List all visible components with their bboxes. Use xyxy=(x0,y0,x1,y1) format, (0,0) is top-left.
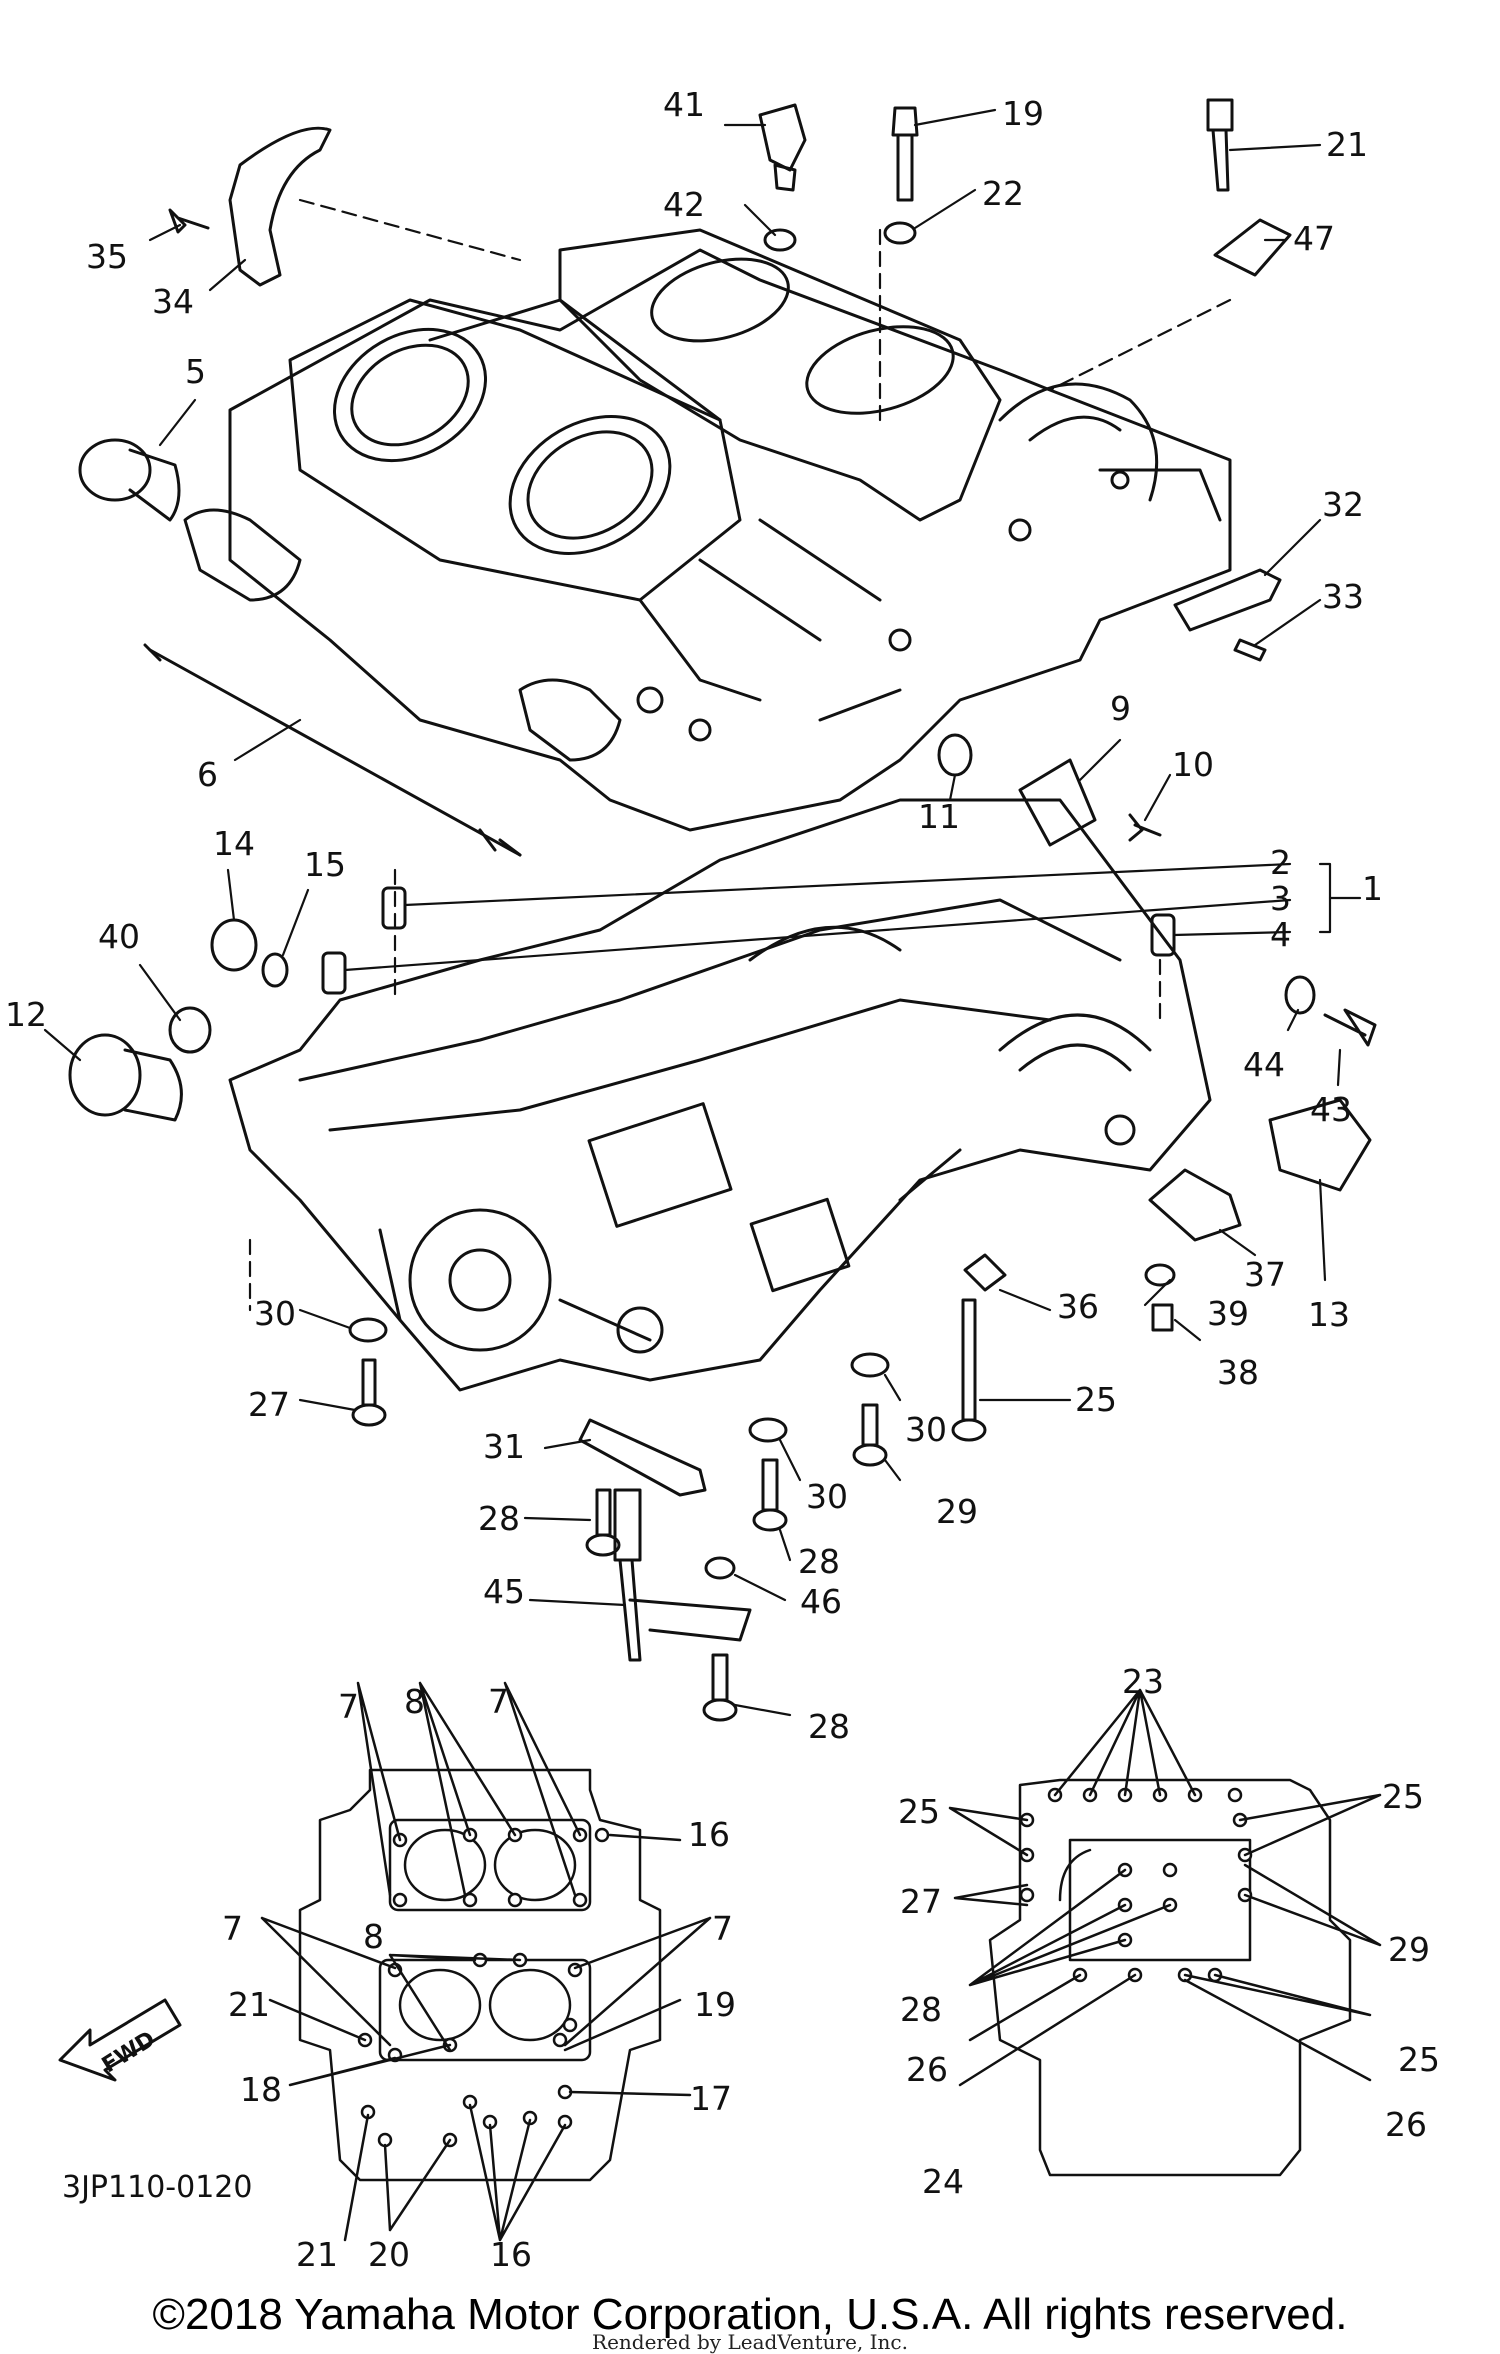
plan-b-label-23: 23 xyxy=(1122,1662,1164,1701)
callout-28-c: 28 xyxy=(808,1707,850,1746)
callout-15: 15 xyxy=(304,845,346,884)
callout-44: 44 xyxy=(1243,1045,1285,1084)
callout-5: 5 xyxy=(185,352,206,391)
drawing-code: 3JP110-0120 xyxy=(62,2170,253,2205)
callout-31: 31 xyxy=(483,1427,525,1466)
callout-39: 39 xyxy=(1207,1294,1249,1333)
callout-30-b: 30 xyxy=(905,1410,947,1449)
callout-30-c: 30 xyxy=(806,1477,848,1516)
callout-10: 10 xyxy=(1172,745,1214,784)
leader-lines xyxy=(43,108,1362,1717)
upper-crankcase xyxy=(183,228,1232,832)
lower-case-plan-view xyxy=(948,1688,1382,2177)
fwd-arrow-icon xyxy=(58,1998,182,2082)
callout-40: 40 xyxy=(98,917,140,956)
callout-33: 33 xyxy=(1322,577,1364,616)
upper-case-plan-view xyxy=(260,1681,712,2242)
plan-b-label-25b: 25 xyxy=(1382,1777,1424,1816)
plan-a-label-16b: 16 xyxy=(490,2235,532,2274)
callout-4: 4 xyxy=(1270,915,1291,954)
plan-b-label-27: 27 xyxy=(900,1882,942,1921)
plan-a-label-19: 19 xyxy=(694,1985,736,2024)
plan-b-label-26a: 26 xyxy=(906,2050,948,2089)
callout-13: 13 xyxy=(1308,1295,1350,1334)
plan-a-label-20: 20 xyxy=(368,2235,410,2274)
callout-1: 1 xyxy=(1362,869,1383,908)
plan-b-label-25c: 25 xyxy=(1398,2040,1440,2079)
plan-b-label-28: 28 xyxy=(900,1990,942,2029)
plan-a-label-7: 7 xyxy=(338,1687,359,1726)
callout-38: 38 xyxy=(1217,1353,1259,1392)
callout-19: 19 xyxy=(1002,94,1044,133)
callout-41: 41 xyxy=(663,85,705,124)
plan-a-label-16: 16 xyxy=(688,1815,730,1854)
callout-12: 12 xyxy=(5,995,47,1034)
plan-b-label-29: 29 xyxy=(1388,1930,1430,1969)
callout-11: 11 xyxy=(918,797,960,836)
plan-b-label-24: 24 xyxy=(922,2162,964,2201)
callout-35: 35 xyxy=(86,237,128,276)
lower-crankcase xyxy=(228,798,1212,1392)
plan-a-label-8b: 8 xyxy=(363,1917,384,1956)
plan-a-label-7d: 7 xyxy=(712,1909,733,1948)
callout-22: 22 xyxy=(982,174,1024,213)
callout-3: 3 xyxy=(1270,879,1291,918)
callout-6: 6 xyxy=(197,755,218,794)
callout-32: 32 xyxy=(1322,485,1364,524)
callout-25: 25 xyxy=(1075,1380,1117,1419)
plan-a-label-8: 8 xyxy=(404,1682,425,1721)
callout-14: 14 xyxy=(213,824,255,863)
callout-46: 46 xyxy=(800,1582,842,1621)
plan-a-label-21: 21 xyxy=(228,1985,270,2024)
callout-30-a: 30 xyxy=(254,1294,296,1333)
plan-b-label-25a: 25 xyxy=(898,1792,940,1831)
callout-21: 21 xyxy=(1326,125,1368,164)
callout-43: 43 xyxy=(1310,1090,1352,1129)
watermark: Rendered by LeadVenture, Inc. xyxy=(592,2330,908,2354)
callout-2: 2 xyxy=(1270,843,1291,882)
callout-28-b: 28 xyxy=(798,1542,840,1581)
callout-34: 34 xyxy=(152,282,194,321)
callout-37: 37 xyxy=(1244,1255,1286,1294)
callout-42: 42 xyxy=(663,185,705,224)
callout-47: 47 xyxy=(1293,219,1335,258)
callout-45: 45 xyxy=(483,1572,525,1611)
callout-29: 29 xyxy=(936,1492,978,1531)
plan-b-label-26b: 26 xyxy=(1385,2105,1427,2144)
callout-27: 27 xyxy=(248,1385,290,1424)
plan-a-label-7b: 7 xyxy=(488,1682,509,1721)
callout-36: 36 xyxy=(1057,1287,1099,1326)
plan-a-label-17: 17 xyxy=(690,2079,732,2118)
plan-a-label-21b: 21 xyxy=(296,2235,338,2274)
callout-9: 9 xyxy=(1110,689,1131,728)
plan-a-label-18: 18 xyxy=(240,2070,282,2109)
plan-a-label-7c: 7 xyxy=(222,1909,243,1948)
callout-28-a: 28 xyxy=(478,1499,520,1538)
small-parts xyxy=(68,98,1377,1722)
copyright-notice: ©2018 Yamaha Motor Corporation, U.S.A. A… xyxy=(152,2290,1348,2339)
